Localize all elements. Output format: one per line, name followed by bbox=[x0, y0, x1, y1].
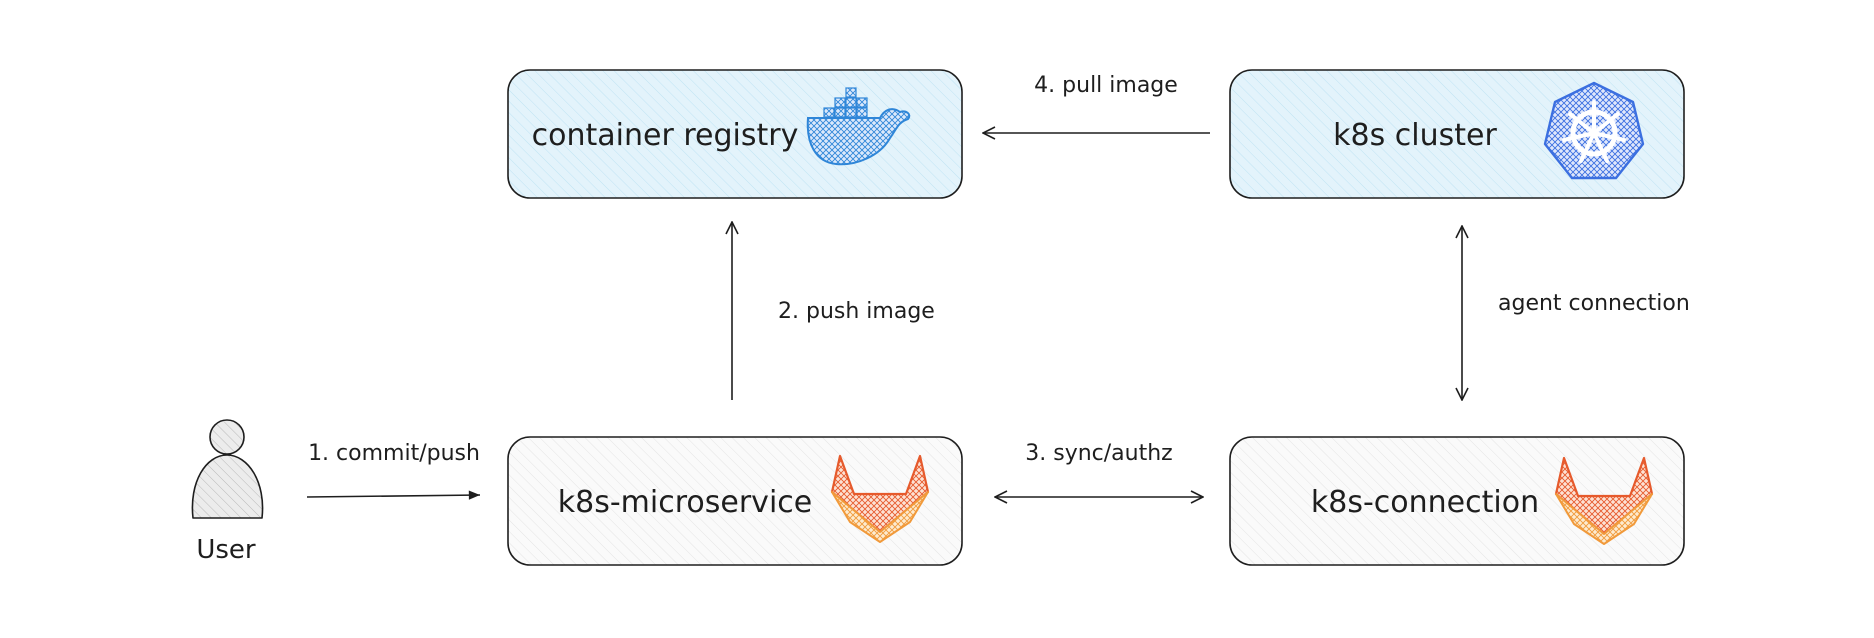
edge-agent-connection: agent connection bbox=[1462, 226, 1690, 400]
edge-sync-authz: 3. sync/authz bbox=[995, 441, 1203, 497]
gitlab-icon bbox=[830, 454, 930, 543]
node-k8s-cluster: k8s cluster bbox=[1229, 69, 1685, 199]
user-label: User bbox=[196, 535, 256, 565]
edge-label-push-image: 2. push image bbox=[778, 299, 935, 324]
edge-push-image: 2. push image bbox=[732, 222, 935, 400]
edge-pull-image: 4. pull image bbox=[983, 73, 1210, 133]
user-icon bbox=[191, 419, 264, 519]
docker-icon bbox=[806, 87, 911, 166]
container-registry-label: container registry bbox=[532, 118, 799, 153]
gitlab-icon bbox=[1554, 456, 1654, 545]
edge-label-pull-image: 4. pull image bbox=[1034, 73, 1178, 98]
kubernetes-icon bbox=[1543, 81, 1645, 180]
k8s-cluster-label: k8s cluster bbox=[1333, 118, 1497, 153]
user-actor: User bbox=[191, 419, 264, 565]
node-k8s-connection: k8s-connection bbox=[1229, 436, 1685, 566]
edge-label-commit-push: 1. commit/push bbox=[308, 441, 480, 466]
k8s-microservice-label: k8s-microservice bbox=[558, 485, 812, 520]
edge-commit-push: 1. commit/push bbox=[306, 441, 481, 500]
k8s-connection-label: k8s-connection bbox=[1311, 485, 1539, 520]
edge-label-sync-authz: 3. sync/authz bbox=[1025, 441, 1172, 466]
node-k8s-microservice: k8s-microservice bbox=[507, 436, 963, 566]
edge-label-agent-connection: agent connection bbox=[1498, 291, 1690, 316]
node-container-registry: container registry bbox=[507, 69, 963, 199]
